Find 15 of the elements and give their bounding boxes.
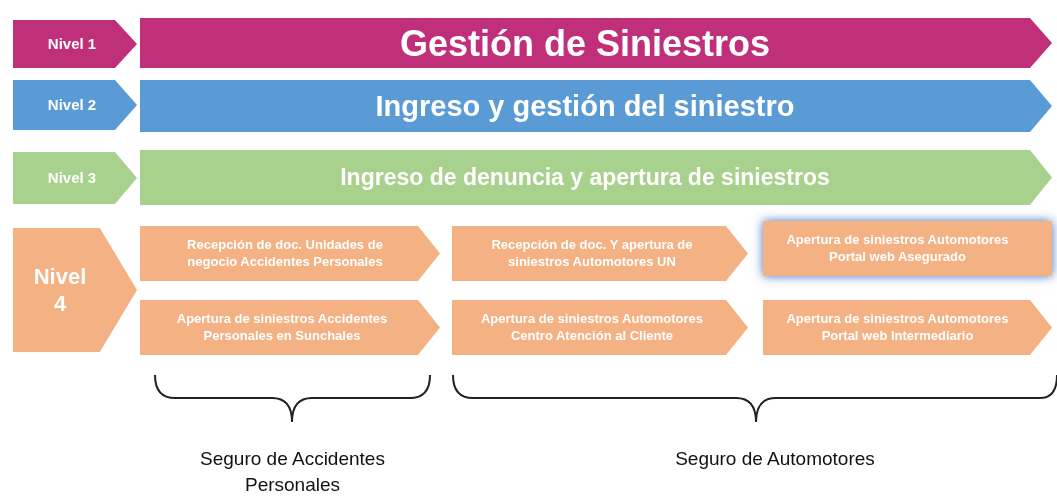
process-step: Recepción de doc. Unidades de negocio Accidentes Personales xyxy=(140,226,440,281)
group-label: Seguro de Automotores xyxy=(674,447,876,471)
level-tag: Nivel 2 xyxy=(13,80,137,130)
process-step: Apertura de siniestros Automotores Centro Atención al Cliente xyxy=(452,300,748,355)
level-banner: Ingreso de denuncia y apertura de siniestros xyxy=(140,150,1052,205)
level-banner: Ingreso y gestión del siniestro xyxy=(140,80,1052,132)
process-step: Apertura de siniestros Automotores Portal web Intermediario xyxy=(763,300,1052,355)
level-tag: Nivel 3 xyxy=(13,152,137,204)
process-step: Recepción de doc. Y apertura de siniestros Automotores UN xyxy=(452,226,748,281)
process-step: Apertura de siniestros Accidentes Personales en Sunchales xyxy=(140,300,440,355)
group-label: Seguro de Accidentes Personales xyxy=(199,447,386,497)
level-tag: Nivel 4 xyxy=(13,228,137,352)
process-step: Apertura de siniestros Automotores Portal web Asegurado xyxy=(763,221,1052,276)
level-tag: Nivel 1 xyxy=(13,20,137,68)
level-banner: Gestión de Siniestros xyxy=(140,18,1052,68)
